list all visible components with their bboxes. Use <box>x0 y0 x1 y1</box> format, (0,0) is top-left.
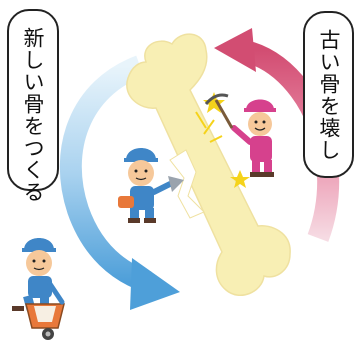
blue-cycle-arrow <box>59 55 180 310</box>
blue-worker-wheelbarrow <box>12 238 65 340</box>
speech-bubble-build: 新しい骨をつくる <box>7 9 59 203</box>
bubble-build-text: 新しい骨をつくる <box>21 27 45 203</box>
bone <box>126 33 291 296</box>
pink-worker <box>204 93 276 177</box>
speech-bubble-break: 古い骨を壊し <box>303 11 354 178</box>
bubble-break-text: 古い骨を壊し <box>317 29 341 161</box>
blue-worker-trowel <box>118 148 184 223</box>
